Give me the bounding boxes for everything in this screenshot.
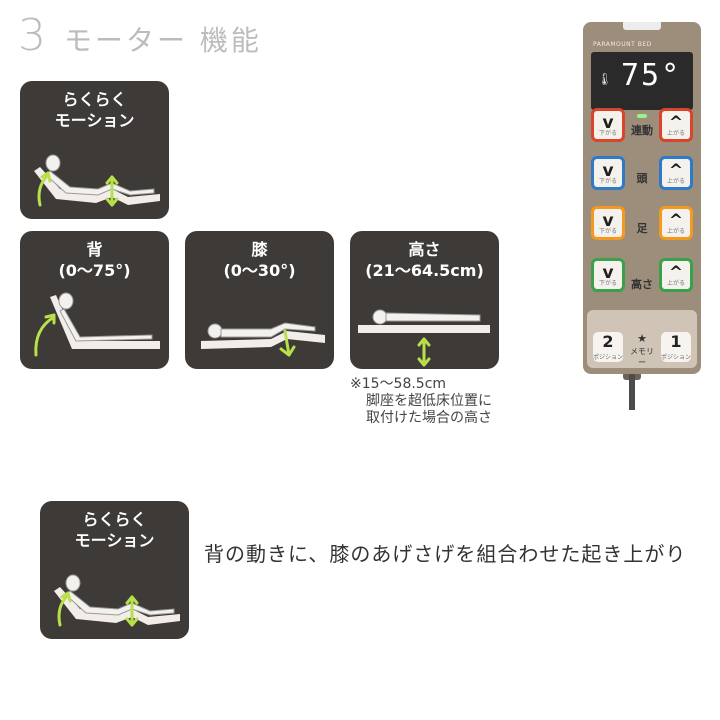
thermometer-icon: 🌡 bbox=[597, 72, 613, 86]
height-down-label: 下がる bbox=[598, 280, 617, 287]
memory-label: メモリー bbox=[630, 347, 654, 367]
footnote-line-3: 取付けた場合の高さ bbox=[366, 410, 492, 426]
foot-mode-label: 足 bbox=[636, 222, 648, 235]
star-icon: ★ bbox=[637, 332, 647, 345]
remote-control: PARAMOUNT BED 🌡 75° v 下がる 連動 ^ 上がる v 下がる… bbox=[583, 22, 701, 374]
foot-up-button[interactable]: ^ 上がる bbox=[659, 206, 693, 240]
link-down-button[interactable]: v 下がる bbox=[591, 108, 625, 142]
remote-cord bbox=[629, 374, 635, 410]
position-1-button[interactable]: 1 ポジション bbox=[661, 332, 691, 362]
link-up-button[interactable]: ^ 上がる bbox=[659, 108, 693, 142]
raku-large-label-1: らくらく bbox=[82, 510, 147, 529]
remote-display: 🌡 75° bbox=[591, 52, 693, 110]
raku-card-label-2: モーション bbox=[54, 111, 135, 130]
position-2-button[interactable]: 2 ポジション bbox=[593, 332, 623, 362]
remote-brand: PARAMOUNT BED bbox=[593, 41, 652, 48]
link-mode-label: 連動 bbox=[631, 124, 653, 137]
raku-motion-card-large: らくらく モーション bbox=[40, 501, 189, 639]
height-up-label: 上がる bbox=[666, 280, 685, 287]
knee-card-label-2: (0〜30°) bbox=[223, 261, 296, 280]
position-2-number: 2 bbox=[602, 332, 614, 351]
position-2-label: ポジション bbox=[593, 354, 624, 361]
motion-description: 背の動きに、膝のあげさげを組合わせた起き上がり bbox=[204, 542, 687, 566]
height-card-label-2: (21〜64.5cm) bbox=[365, 261, 484, 280]
foot-down-label: 下がる bbox=[598, 228, 617, 235]
back-card-label-2: (0〜75°) bbox=[58, 261, 131, 280]
position-1-label: ポジション bbox=[661, 354, 692, 361]
section-heading: モーター 機能 bbox=[64, 24, 262, 57]
height-down-button[interactable]: v 下がる bbox=[591, 258, 625, 292]
section-title: 3 モーター 機能 bbox=[18, 10, 262, 61]
indicator-led bbox=[637, 114, 647, 118]
height-up-button[interactable]: ^ 上がる bbox=[659, 258, 693, 292]
height-card-label-1: 高さ bbox=[408, 240, 441, 259]
link-up-label: 上がる bbox=[666, 130, 685, 137]
raku-card-label-1: らくらく bbox=[62, 90, 127, 109]
head-up-button[interactable]: ^ 上がる bbox=[659, 156, 693, 190]
chevron-down-icon: v bbox=[602, 113, 614, 133]
height-footnote: ※15〜58.5cm 脚座を超低床位置に 取付けた場合の高さ bbox=[350, 376, 492, 427]
remote-top-tab bbox=[623, 22, 661, 30]
chevron-down-icon: v bbox=[602, 263, 614, 283]
chevron-up-icon: ^ bbox=[668, 211, 684, 231]
section-number: 3 bbox=[18, 10, 46, 61]
chevron-up-icon: ^ bbox=[668, 161, 684, 181]
foot-up-label: 上がる bbox=[666, 228, 685, 235]
back-illustration bbox=[34, 292, 160, 357]
head-down-label: 下がる bbox=[598, 178, 617, 185]
back-card: 背 (0〜75°) bbox=[20, 231, 169, 369]
head-up-label: 上がる bbox=[666, 178, 685, 185]
head-down-button[interactable]: v 下がる bbox=[591, 156, 625, 190]
footnote-line-1: ※15〜58.5cm bbox=[350, 376, 447, 392]
raku-large-label-2: モーション bbox=[74, 531, 155, 550]
footnote-line-2: 脚座を超低床位置に bbox=[366, 393, 492, 409]
foot-down-button[interactable]: v 下がる bbox=[591, 206, 625, 240]
chevron-down-icon: v bbox=[602, 161, 614, 181]
knee-card-label-1: 膝 bbox=[251, 240, 268, 259]
raku-motion-illustration bbox=[34, 154, 160, 207]
link-down-label: 下がる bbox=[598, 130, 617, 137]
chevron-up-icon: ^ bbox=[668, 113, 684, 133]
height-mode-label: 高さ bbox=[631, 278, 653, 291]
head-mode-label: 頭 bbox=[636, 172, 648, 185]
raku-motion-illustration-large bbox=[54, 574, 180, 627]
height-card: 高さ (21〜64.5cm) bbox=[350, 231, 499, 369]
chevron-down-icon: v bbox=[602, 211, 614, 231]
position-1-number: 1 bbox=[670, 332, 682, 351]
knee-illustration bbox=[201, 322, 325, 357]
raku-motion-card: らくらく モーション bbox=[20, 81, 169, 219]
knee-card: 膝 (0〜30°) bbox=[185, 231, 334, 369]
height-illustration bbox=[358, 309, 490, 367]
memory-button[interactable]: ★ メモリー bbox=[627, 332, 657, 367]
angle-readout: 75° bbox=[621, 58, 682, 93]
chevron-up-icon: ^ bbox=[668, 263, 684, 283]
back-card-label-1: 背 bbox=[86, 240, 103, 259]
